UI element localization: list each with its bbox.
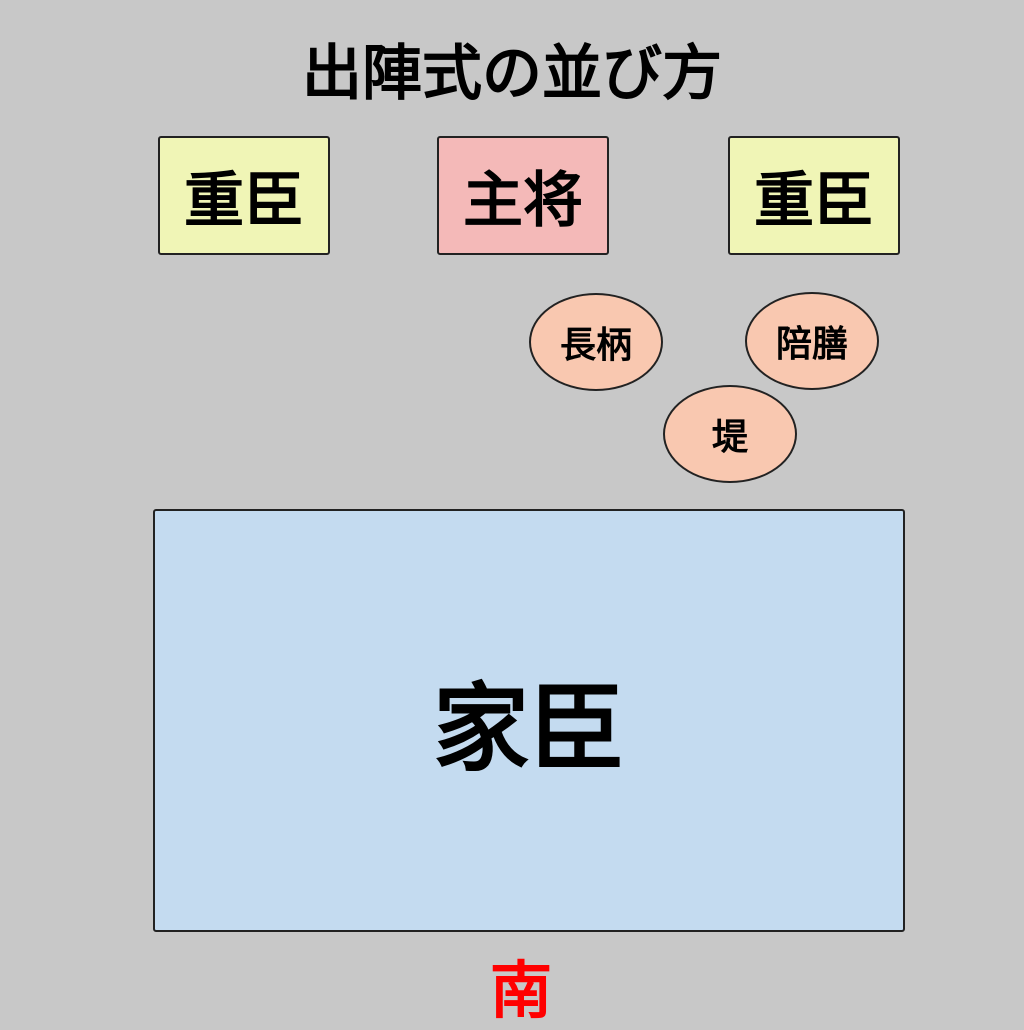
tsutsumi-ellipse: 堤	[663, 385, 797, 483]
direction-south-label: 南	[489, 954, 552, 1027]
diagram-title: 出陣式の並び方	[302, 38, 722, 109]
nagae-ellipse: 長柄	[529, 293, 663, 391]
senior-vassal-left-box: 重臣	[158, 136, 330, 255]
senior-vassal-right-box: 重臣	[728, 136, 900, 255]
commander-box: 主将	[437, 136, 609, 255]
baizen-ellipse: 陪膳	[745, 292, 879, 390]
retainers-box: 家臣	[153, 509, 905, 932]
